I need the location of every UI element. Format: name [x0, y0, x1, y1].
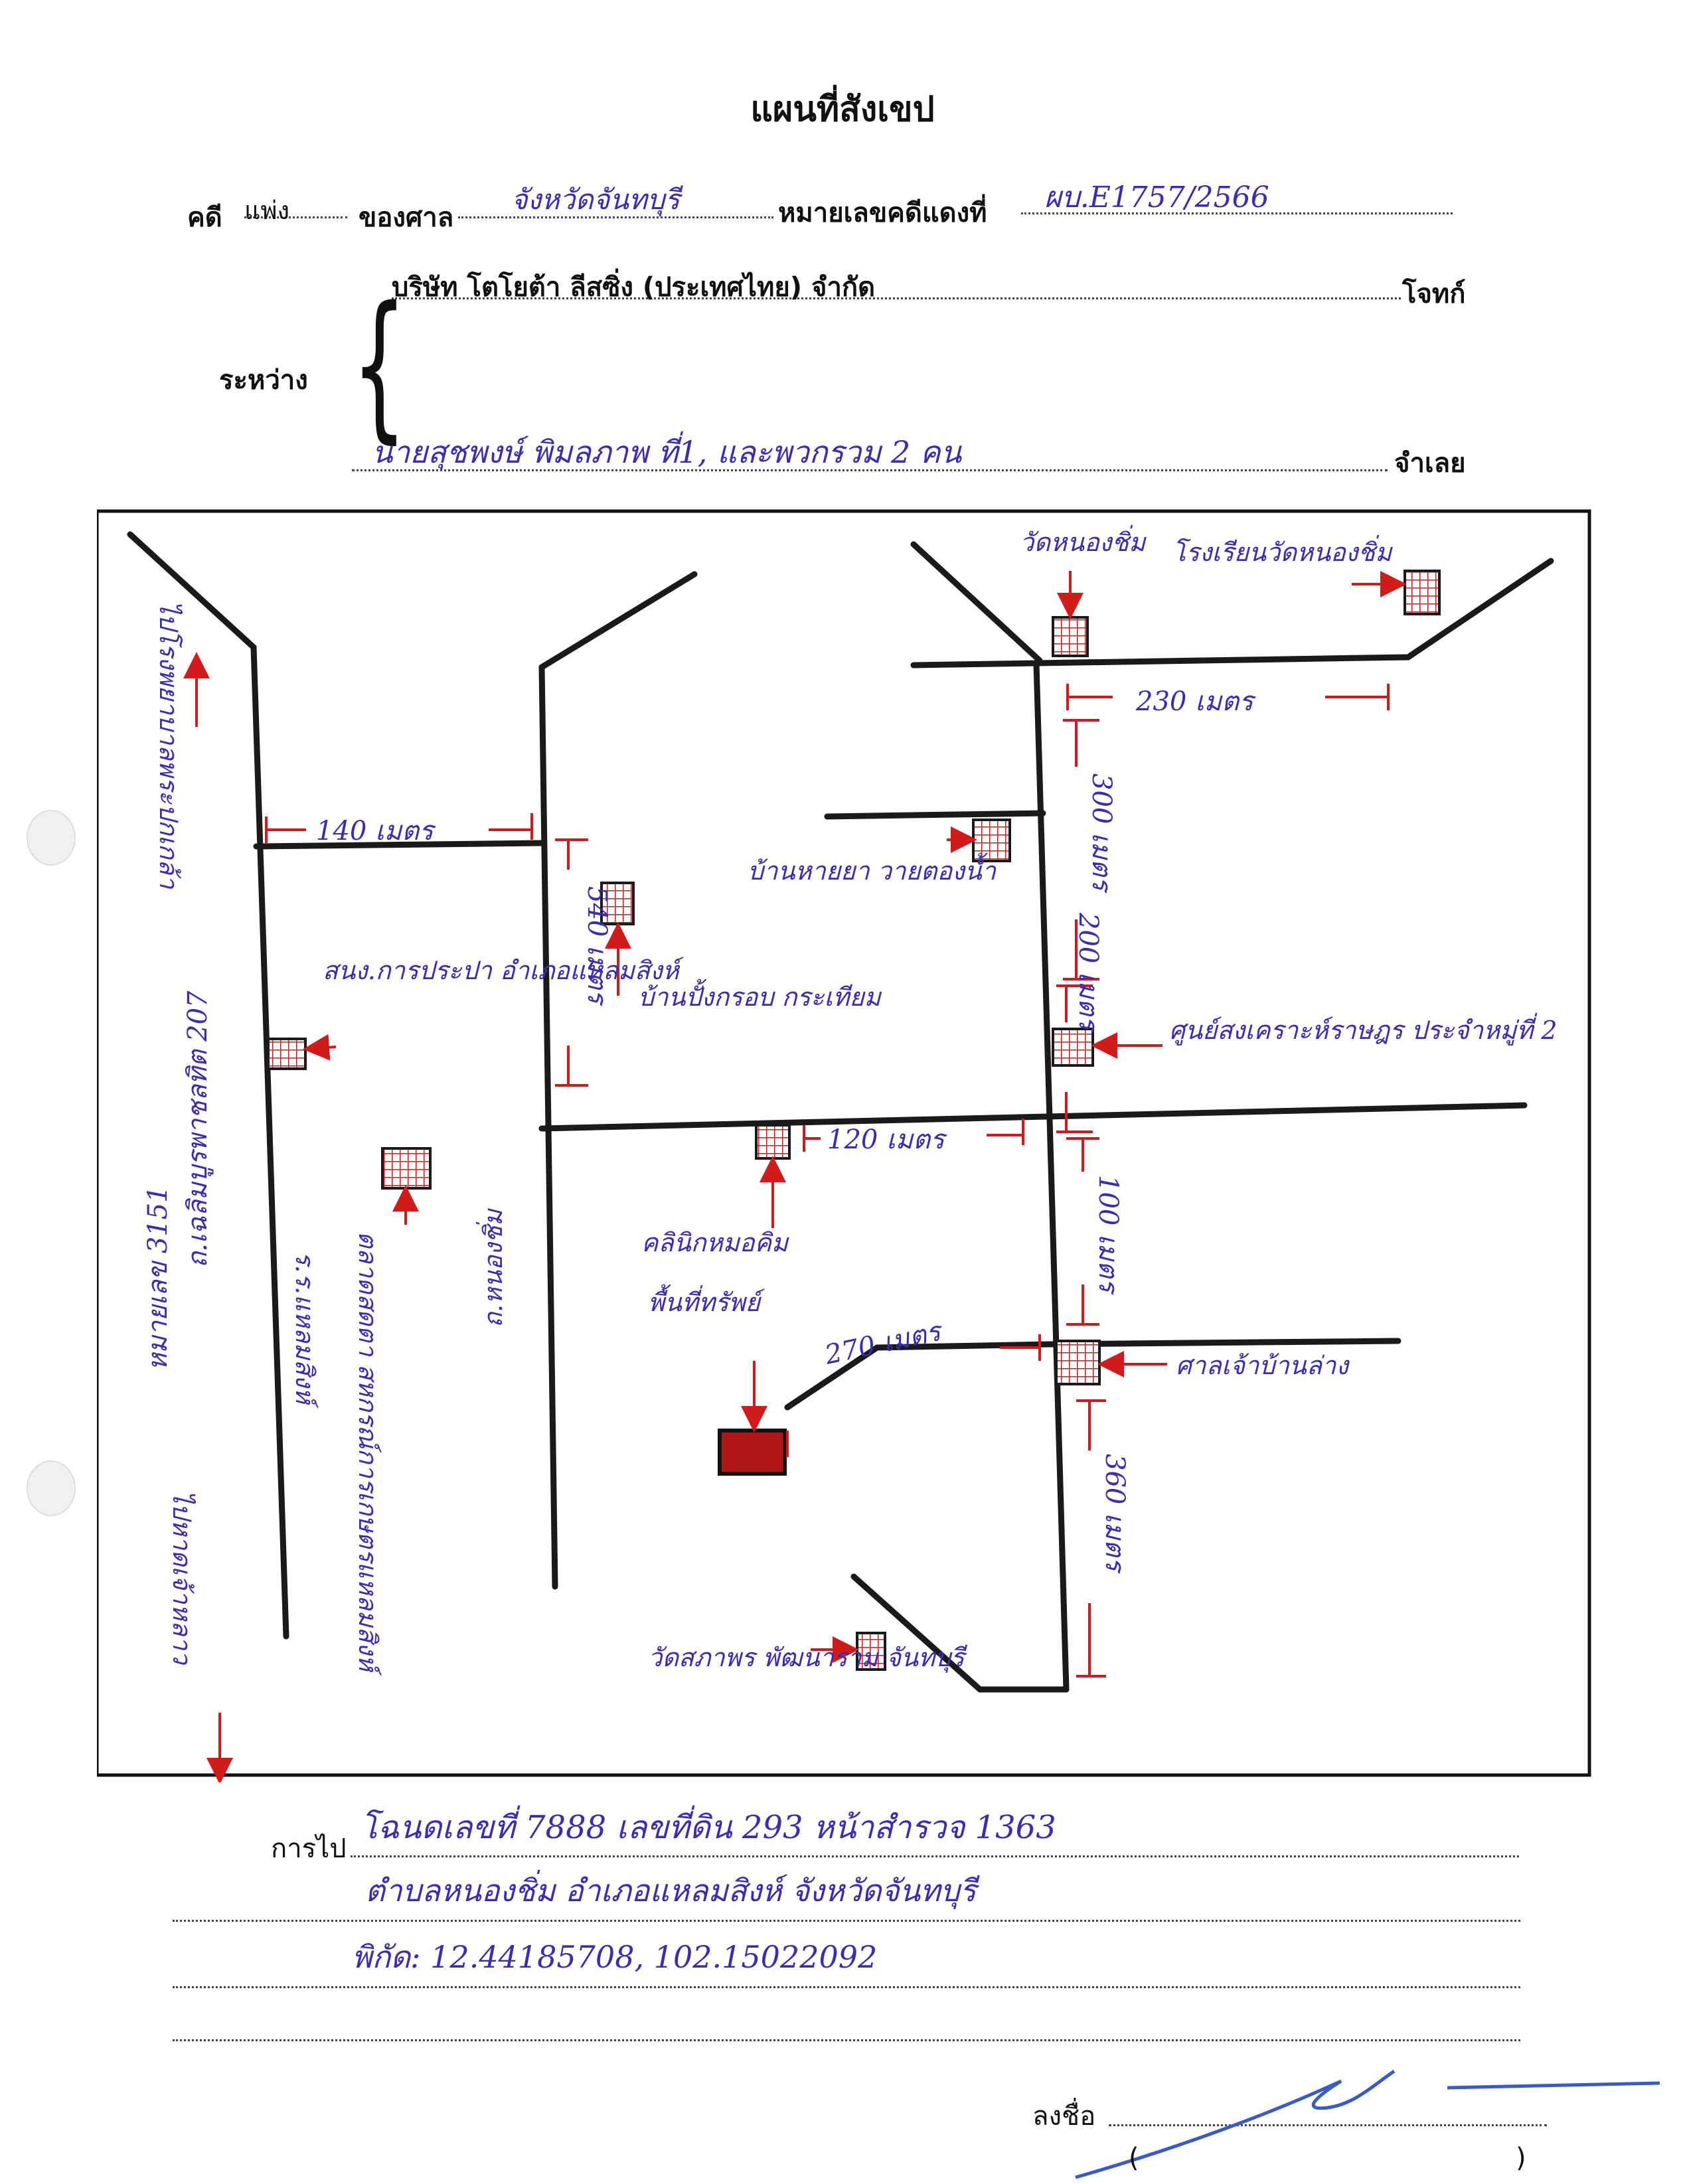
label-temple-top: วัดหนองชิ่ม — [1020, 524, 1147, 557]
sign-label: ลงชื่อ — [1032, 2101, 1096, 2132]
distance-270: 270 เมตร — [822, 1316, 947, 1371]
roads — [127, 531, 1554, 1693]
label-market: ตลาดสดตา สหกรณ์การเกษตรแหลมสิงห์ — [353, 1231, 382, 1676]
distance-360: 360 เมตร — [1099, 1454, 1130, 1574]
label-road-middle: ถ.หนองชิ่ม — [475, 1208, 508, 1328]
sign-line — [1109, 2091, 1547, 2126]
label-clinic: คลินิกหมอคิม — [641, 1228, 789, 1257]
label-highway-name: ถ.เฉลิมบูรพาชลทิต 207 — [183, 990, 214, 1268]
distance-140: 140 เมตร — [316, 816, 436, 846]
defendant-label: จำเลย — [1394, 448, 1466, 479]
marker-temple-top — [1052, 616, 1089, 657]
label-school: ร.ร.แหลมสิงห์ — [290, 1251, 319, 1409]
red-case-label: หมายเลขคดีแดงที่ — [778, 198, 987, 228]
travel-label: การไป — [271, 1833, 347, 1864]
label-school-top: โรงเรียนวัดหนองชิ่ม — [1172, 534, 1393, 567]
marker-target — [718, 1429, 787, 1476]
marker-temple-bottom — [856, 1632, 886, 1671]
red-case-line: ผบ.E1757/2566 — [1021, 174, 1453, 214]
road-connector-140 — [253, 840, 545, 850]
court-name-line: จังหวัดจันทบุรี — [458, 178, 773, 218]
arrows — [183, 571, 1407, 1782]
distance-230: 230 เมตร — [1135, 686, 1256, 717]
travel-line-2: ตำบลหนองชิ่ม อำเภอแหลมสิงห์ จังหวัดจันทบ… — [173, 1867, 1520, 1922]
distance-120: 120 เมตร — [827, 1125, 947, 1155]
red-case-no: ผบ.E1757/2566 — [1044, 181, 1269, 214]
label-house-pole-2: บ้านหายยา วายตองน้ำ — [748, 852, 997, 886]
plaintiff-label: โจทก์ — [1402, 279, 1466, 309]
road-cross — [538, 1102, 1528, 1132]
case-label: คดี — [187, 202, 222, 233]
defendant-name: นายสุชพงษ์ พิมลภาพ ที่1, และพวกรวม 2 คน — [372, 434, 962, 470]
marker-house-2 — [972, 819, 1011, 862]
label-target: พื้นที่ทรัพย์ — [648, 1284, 765, 1317]
punch-hole — [27, 810, 76, 866]
distance-100: 100 เมตร — [1093, 1175, 1123, 1295]
paren-close: ) — [1516, 2143, 1526, 2173]
distance-300: 300 เมตร — [1086, 773, 1117, 894]
label-road-left-bottom: ไปหาดเจ้าหลาว — [167, 1490, 197, 1666]
road-top — [910, 558, 1554, 668]
distance-ticks — [265, 684, 1390, 1677]
road-top-left-branch — [910, 541, 1043, 664]
travel-text-2: ตำบลหนองชิ่ม อำเภอแหลมสิงห์ จังหวัดจันทบ… — [365, 1873, 977, 1909]
distance-200: 200 เมตร — [1073, 912, 1103, 1033]
defendant-line: นายสุชพงษ์ พิมลภาพ ที่1, และพวกรวม 2 คน — [352, 428, 1388, 471]
label-house-pole: บ้านปั้งกรอบ กระเทียม — [638, 978, 882, 1012]
travel-line-3: พิกัด: 12.44185708, 102.15022092 — [173, 1933, 1520, 1988]
road-middle — [538, 571, 698, 1590]
label-temple-bottom: วัดสภาพร พัฒนาราม จันทบุรี — [648, 1643, 968, 1673]
marker-school-top — [1404, 570, 1441, 615]
marker-house-pole — [600, 882, 635, 925]
page-title: แผนที่สังเขป — [750, 90, 935, 129]
travel-text-1: โฉนดเลขที่ 7888 เลขที่ดิน 293 หน้าสำรวจ … — [361, 1809, 1056, 1846]
label-shrine: ศาลเจ้าบ้านล่าง — [1176, 1351, 1350, 1380]
marker-center — [1052, 1028, 1094, 1067]
marker-market — [381, 1147, 432, 1190]
marker-clinic — [755, 1124, 791, 1160]
travel-line-4 — [173, 1999, 1520, 2041]
punch-hole — [27, 1460, 76, 1516]
between-label: ระหว่าง — [219, 365, 308, 396]
travel-text-3: พิกัด: 12.44185708, 102.15022092 — [352, 1939, 878, 1975]
court-label: ของศาล — [359, 202, 454, 233]
label-center: ศูนย์สงเคราะห์ราษฎร ประจำหมู่ที่ 2 — [1169, 1012, 1557, 1046]
sketch-map: ไปโรงพยาบาลพระปกเกล้า ไปหาดเจ้าหลาว ถ.เฉ… — [97, 509, 1591, 1782]
label-road-left-top: ไปโรงพยาบาลพระปกเกล้า — [154, 601, 183, 890]
signature — [1075, 2069, 1660, 2179]
road-right-main — [1033, 661, 1070, 1693]
road-left-main — [127, 531, 289, 1640]
distance-540: 540 เมตร — [582, 886, 612, 1006]
marker-shrine — [1055, 1340, 1101, 1385]
plaintiff-name: บริษัท โตโยต้า ลีสซิ่ง (ประเทศไทย) จำกัด — [392, 272, 876, 303]
travel-line-1: โฉนดเลขที่ 7888 เลขที่ดิน 293 หน้าสำรวจ … — [351, 1802, 1519, 1857]
marker-office — [267, 1038, 307, 1070]
case-type: แพ่ง — [244, 196, 290, 225]
map-labels: ไปโรงพยาบาลพระปกเกล้า ไปหาดเจ้าหลาว ถ.เฉ… — [143, 524, 1557, 1676]
road-mid-left — [824, 810, 1046, 820]
plaintiff-line: บริษัท โตโยต้า ลีสซิ่ง (ประเทศไทย) จำกัด — [392, 266, 1401, 303]
road-bottom — [850, 1573, 1070, 1693]
label-office: สนง.การประปา อำเภอแหลมสิงห์ — [323, 956, 684, 985]
label-highway-no: หมายเลข 3151 — [143, 1186, 173, 1371]
paren-open: ( — [1129, 2143, 1139, 2173]
brace: { — [351, 272, 408, 458]
road-lower — [784, 1338, 1402, 1411]
court-name: จังหวัดจันทบุรี — [511, 183, 680, 216]
map-border — [97, 509, 1591, 1777]
case-type-line: แพ่ง — [244, 190, 347, 225]
